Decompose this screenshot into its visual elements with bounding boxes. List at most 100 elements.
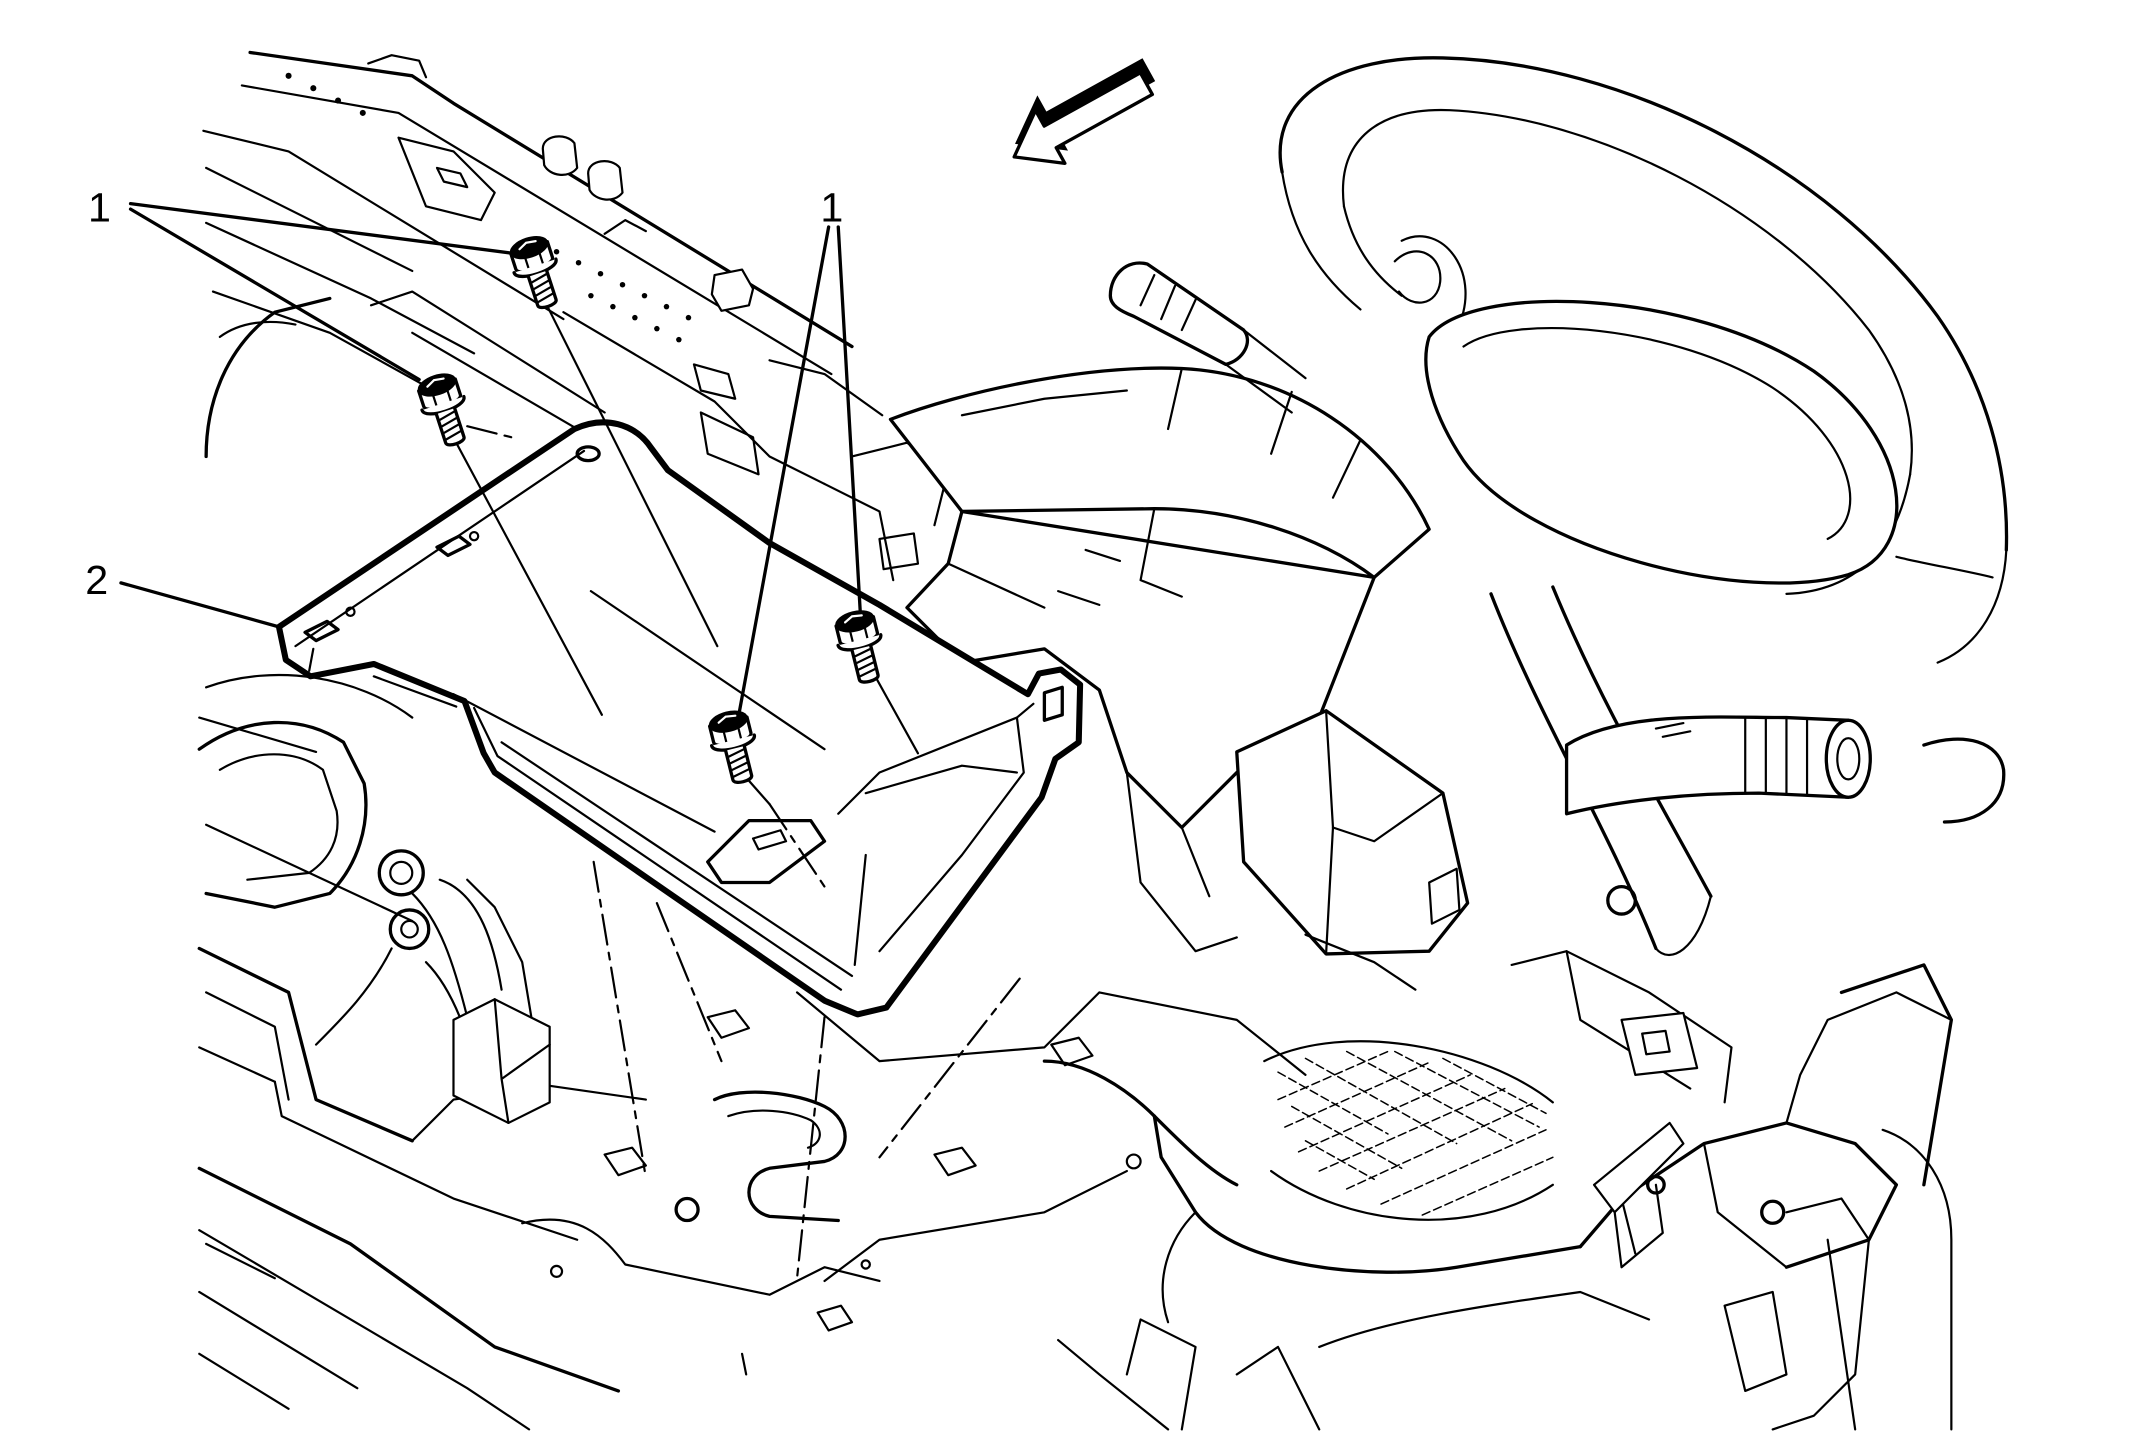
- steering-wheel-rim-outer: [1278, 56, 2009, 552]
- vent-opening: [369, 290, 606, 414]
- steering-wheel-spoke: [1895, 555, 1994, 579]
- lower-panel-edge: [197, 1166, 621, 1393]
- console-right: [1620, 1197, 1637, 1255]
- floor-hole: [549, 1264, 564, 1278]
- beam-hole: [310, 85, 317, 92]
- lower-panel-edge: [205, 1242, 276, 1280]
- bracket-tab-slot: [751, 829, 788, 851]
- dash-center-edge: [562, 311, 826, 486]
- dash-clip: [823, 482, 895, 582]
- bolt-highlight: [843, 614, 863, 624]
- bolt-highlight: [518, 240, 537, 251]
- duct-right: [1510, 950, 1733, 1104]
- dash-left-contour: [218, 320, 297, 339]
- shroud-rib: [1139, 507, 1183, 598]
- bolt-flange: [420, 394, 466, 416]
- floor-edge: [521, 1218, 881, 1296]
- beam-hole: [597, 270, 604, 277]
- bracket-channel: [878, 716, 1025, 953]
- floor-tunnel: [823, 1169, 1128, 1283]
- mesh-outline: [1263, 1040, 1554, 1104]
- callout-leader: [737, 225, 831, 714]
- console-bolt: [1760, 1199, 1786, 1225]
- callout-leader: [128, 207, 421, 382]
- floor-tunnel: [795, 991, 1307, 1076]
- mesh-line: [1421, 1156, 1554, 1216]
- beam-bracket-hole: [435, 166, 469, 189]
- beam-upper-edge: [248, 50, 854, 349]
- console-front: [1318, 1290, 1651, 1349]
- console-bracket: [1592, 1121, 1685, 1214]
- bolt-thread: [529, 272, 556, 304]
- beam-hole: [588, 292, 594, 299]
- callout-leader: [836, 225, 862, 614]
- dash-left-contour: [204, 296, 332, 459]
- phantom-line: [878, 977, 1021, 1159]
- bolt-highlight: [717, 714, 737, 724]
- knee-bolster-edge: [1304, 933, 1417, 991]
- mesh-outline: [1270, 1169, 1554, 1221]
- bracket-hole: [468, 530, 480, 542]
- airbag-hub: [1424, 299, 1899, 585]
- wiring-harness: [438, 878, 503, 991]
- bolt: [417, 373, 466, 447]
- hose-clamp: [389, 860, 414, 885]
- turn-signal-stalk-ridge: [1744, 716, 1809, 796]
- floor-marker: [740, 1352, 748, 1376]
- beam-hole: [663, 303, 670, 310]
- floor-hole: [674, 1196, 700, 1223]
- mesh-line: [1277, 1071, 1389, 1135]
- mesh-line: [1277, 1050, 1389, 1101]
- dash-lower-surface: [205, 673, 414, 719]
- lower-panel-edge: [198, 1290, 359, 1390]
- bolt: [708, 710, 756, 784]
- defroster-edge: [205, 166, 414, 273]
- wiper-stalk-body: [1108, 261, 1250, 367]
- knee-bolster-edge: [1180, 826, 1211, 898]
- steering-wheel-rim-lower: [1936, 548, 2008, 664]
- floor-hole: [860, 1259, 871, 1270]
- hvac-left-components: [197, 673, 647, 1241]
- direction-arrow-icon: [1012, 58, 1156, 165]
- steering-wheel-emblem: [1393, 250, 1442, 304]
- beam-hole: [575, 259, 582, 266]
- module-box: [493, 998, 551, 1125]
- beam-hole: [335, 97, 342, 104]
- floor-and-console: [197, 950, 1954, 1431]
- hose-clamp: [388, 908, 431, 951]
- phantom-line: [592, 860, 647, 1180]
- console-right: [1702, 1142, 1788, 1269]
- column-upper-shroud: [888, 366, 1431, 580]
- column-module: [1235, 709, 1470, 956]
- phantom-line: [655, 901, 723, 1063]
- right-trim-stalk: [1922, 737, 2006, 824]
- bolt: [834, 610, 883, 684]
- turn-signal-stalk-marking: [1654, 721, 1692, 738]
- mesh-line: [1394, 1050, 1540, 1128]
- floor-clip: [933, 1146, 977, 1177]
- beam-hole: [619, 281, 626, 288]
- beam-hole: [359, 109, 366, 116]
- beam-hole: [676, 336, 682, 343]
- bracket-slot: [303, 619, 340, 643]
- column-connector: [1428, 867, 1461, 925]
- dash-lower-surface: [198, 716, 318, 754]
- floor-clip: [603, 1146, 647, 1177]
- hvac-duct: [197, 720, 368, 909]
- mesh-line: [1318, 1087, 1506, 1172]
- lower-right-component: [1723, 1290, 1788, 1393]
- tunnel-shield-edge: [1152, 1114, 1582, 1274]
- module-box: [452, 998, 551, 1125]
- beam-clip: [541, 135, 579, 176]
- console-front: [1057, 1338, 1170, 1431]
- beam-slot: [692, 363, 737, 400]
- wiper-stalk: [1108, 261, 1307, 414]
- mesh-line: [1380, 1129, 1547, 1205]
- console-right-edge: [1839, 963, 1954, 1187]
- steering-wheel-spoke: [1400, 235, 1467, 332]
- lower-right-component: [1771, 1197, 1871, 1431]
- beam-slot: [603, 219, 647, 235]
- hvac-duct: [218, 753, 339, 881]
- shroud-rib: [947, 510, 1046, 609]
- bolt-highlight: [426, 377, 445, 388]
